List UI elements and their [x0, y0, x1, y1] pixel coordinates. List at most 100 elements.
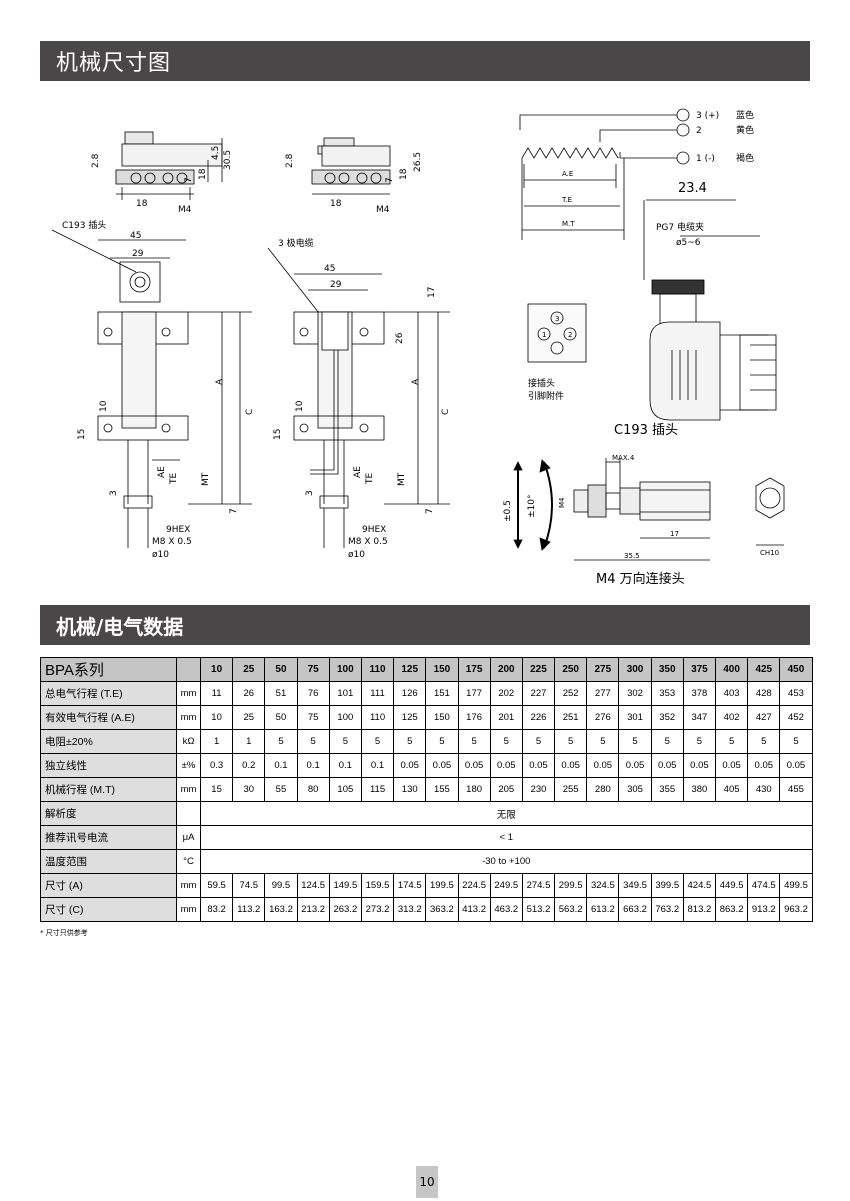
- row-value: 5: [393, 729, 427, 754]
- row-value: 5: [682, 729, 717, 754]
- c193-plug-label: C193 插头: [62, 219, 106, 231]
- row-label: 解析度: [40, 801, 177, 826]
- row-value: 199.5: [425, 873, 459, 898]
- row-value: 274.5: [521, 873, 556, 898]
- dim-45-a: 45: [130, 231, 141, 241]
- row-value: 159.5: [360, 873, 395, 898]
- dim-te-mid: TE: [365, 473, 375, 485]
- row-value: 5: [618, 729, 652, 754]
- dim-mt-left: MT: [201, 472, 211, 486]
- dim-7-b: 7: [385, 177, 395, 183]
- row-value: 5: [586, 729, 620, 754]
- row-value: 452: [779, 705, 813, 730]
- row-unit: mm: [176, 897, 201, 922]
- c193-caption: C193 插头: [614, 423, 678, 438]
- dim-15-mid: 15: [273, 429, 283, 440]
- series-label: BPA系列: [40, 657, 177, 682]
- row-value: 180: [457, 777, 491, 802]
- row-value: 363.2: [425, 897, 459, 922]
- row-value: 277: [586, 681, 620, 706]
- row-unit: °C: [176, 849, 201, 874]
- pin3-label: 3 (+): [696, 111, 719, 121]
- section-title-text: 机械尺寸图: [56, 51, 172, 76]
- row-label: 独立线性: [40, 753, 177, 778]
- side-view-1: [115, 131, 223, 200]
- row-value: 305: [618, 777, 652, 802]
- row-value: 224.5: [457, 873, 491, 898]
- row-value: 0.05: [618, 753, 652, 778]
- row-value: 110: [360, 705, 395, 730]
- thread-left: M8 X 0.5: [152, 537, 192, 547]
- row-value: 513.2: [521, 897, 556, 922]
- model-header: 400: [714, 657, 749, 682]
- page-number: 10: [416, 1166, 438, 1198]
- table-row: 温度范围°C-30 to +100: [40, 849, 813, 874]
- mt-label: M.T: [562, 220, 575, 228]
- row-label: 电阻±20%: [40, 729, 177, 754]
- row-value: 449.5: [714, 873, 749, 898]
- dim-26: 26: [395, 332, 405, 344]
- footnote: * 尺寸只供参考: [40, 929, 88, 937]
- connector-note-1: 接插头: [528, 377, 555, 389]
- model-header: 175: [457, 657, 491, 682]
- row-value: 0.05: [425, 753, 459, 778]
- row-value-span: < 1: [200, 825, 813, 850]
- row-value: 349.5: [618, 873, 652, 898]
- pin2-color: 黄色: [736, 124, 754, 136]
- dim-29-a: 29: [132, 249, 144, 259]
- row-value: 176: [457, 705, 491, 730]
- row-value: 150: [425, 705, 459, 730]
- row-value: 263.2: [328, 897, 362, 922]
- row-unit: mm: [176, 777, 201, 802]
- row-value: 324.5: [586, 873, 620, 898]
- row-value: 5: [296, 729, 330, 754]
- dim-15-left: 15: [77, 429, 87, 440]
- row-value: 347: [682, 705, 717, 730]
- model-header: 150: [425, 657, 459, 682]
- row-value: 301: [618, 705, 652, 730]
- row-value: 463.2: [489, 897, 523, 922]
- row-unit: mm: [176, 873, 201, 898]
- row-value: 1: [232, 729, 266, 754]
- row-value: 499.5: [779, 873, 813, 898]
- row-value-span: -30 to +100: [200, 849, 813, 874]
- row-value: 101: [328, 681, 362, 706]
- row-value: 113.2: [232, 897, 266, 922]
- section-title-text: 机械/电气数据: [56, 614, 184, 639]
- row-value: 5: [779, 729, 813, 754]
- pm05-label: ±0.5: [503, 500, 513, 522]
- row-unit: μA: [176, 825, 201, 850]
- dim-2-8: 2.8: [91, 153, 101, 168]
- thread-mid: M8 X 0.5: [348, 537, 388, 547]
- model-header: 50: [264, 657, 298, 682]
- row-value: 0.05: [393, 753, 427, 778]
- row-label: 总电气行程 (T.E): [40, 681, 177, 706]
- model-header: 350: [650, 657, 684, 682]
- row-value-span: 无限: [200, 801, 813, 826]
- model-header: 275: [586, 657, 620, 682]
- row-value: 11: [199, 681, 234, 706]
- row-value: 51: [264, 681, 298, 706]
- pin1-label: 1 (-): [696, 154, 715, 164]
- row-value: 124.5: [296, 873, 330, 898]
- row-value: 613.2: [586, 897, 620, 922]
- row-value: 26: [232, 681, 266, 706]
- model-header: 300: [618, 657, 652, 682]
- row-value: 255: [554, 777, 588, 802]
- dim-ae-left: AE: [157, 466, 167, 478]
- dim-a-left: A: [215, 378, 225, 385]
- dim-18-c: 18: [399, 168, 409, 180]
- row-value: 230: [521, 777, 556, 802]
- row-value: 763.2: [650, 897, 684, 922]
- row-value: 355: [650, 777, 684, 802]
- row-value: 149.5: [328, 873, 362, 898]
- row-value: 249.5: [489, 873, 523, 898]
- row-value: 863.2: [714, 897, 749, 922]
